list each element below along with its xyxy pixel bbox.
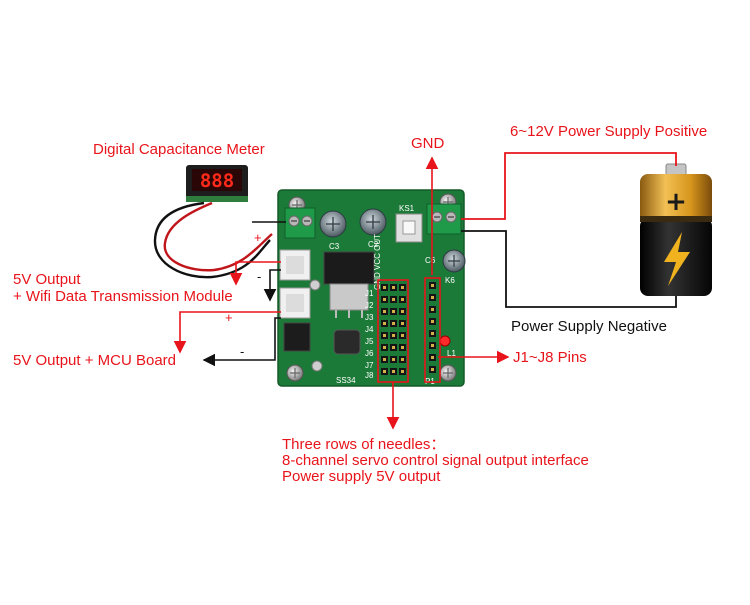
svg-text:J3: J3 (365, 313, 374, 322)
pin-header-p1 (429, 282, 436, 373)
battery-plus-symbol: + (665, 187, 687, 217)
j-labels: J1 J2 J3 J4 J5 J6 J7 J8 (365, 289, 374, 380)
svg-text:J5: J5 (365, 337, 374, 346)
wifi-label-line2: + Wifi Data Transmission Module (13, 288, 233, 305)
svg-text:J2: J2 (365, 301, 374, 310)
svg-text:J1: J1 (365, 289, 374, 298)
regulator-chip (323, 251, 375, 285)
negative-wire (461, 230, 677, 308)
label-l1: L1 (447, 349, 456, 358)
polarity-plus-mcu: + (225, 310, 233, 325)
wifi-label-line1: 5V Output (13, 271, 81, 288)
pin-header-3row (381, 284, 406, 375)
label-c3: C3 (329, 242, 340, 251)
positive-wire (461, 152, 677, 220)
label-k6: K6 (445, 276, 455, 285)
led-icon (439, 335, 451, 347)
p1-highlight (424, 277, 441, 383)
needles-label-line1: Three rows of needles： (282, 436, 446, 453)
mcu-neg-arrow (202, 317, 281, 367)
pins-label: J1~J8 Pins (513, 349, 587, 366)
polarity-plus-meter: + (254, 230, 262, 245)
supply-positive-label: 6~12V Power Supply Positive (510, 123, 708, 140)
meter-wire-red (163, 201, 273, 272)
needles-label-line3: Power supply 5V output (282, 468, 441, 485)
lightning-icon (664, 232, 690, 286)
label-c6: C6 (425, 256, 436, 265)
wifi-arrow (229, 261, 281, 286)
capacitance-meter: 888 (153, 165, 273, 279)
svg-text:J7: J7 (365, 361, 374, 370)
polarity-minus-wifi: - (257, 269, 261, 284)
supply-negative-label: Power Supply Negative (511, 318, 667, 335)
needles-label-line2: 8-channel servo control signal output in… (282, 452, 589, 469)
meter-label: Digital Capacitance Meter (93, 141, 265, 158)
svg-text:J4: J4 (365, 325, 374, 334)
polarity-minus-mcu: - (240, 344, 244, 359)
mcu-arrow (173, 311, 281, 354)
meter-readout: 888 (200, 170, 234, 192)
svg-text:J6: J6 (365, 349, 374, 358)
label-gnd-vcc-out: GND VCC OUT (373, 234, 382, 290)
switch-ks1 (395, 213, 423, 243)
meter-wire-black (153, 201, 271, 279)
wifi-neg-arrow (263, 269, 281, 302)
gnd-label: GND (411, 135, 445, 152)
label-ss34: SS34 (336, 376, 356, 385)
mcu-label: 5V Output + MCU Board (13, 352, 176, 369)
label-c2: C2 (368, 240, 379, 249)
label-ks1: KS1 (399, 204, 415, 213)
smd-chip (283, 322, 311, 352)
svg-text:J8: J8 (365, 371, 374, 380)
battery-icon: + (640, 163, 712, 296)
pcb-board: C3 C2 C6 K6 KS1 SS34 GND VCC OUT J1 J2 J… (277, 189, 466, 387)
inductor (333, 329, 361, 355)
